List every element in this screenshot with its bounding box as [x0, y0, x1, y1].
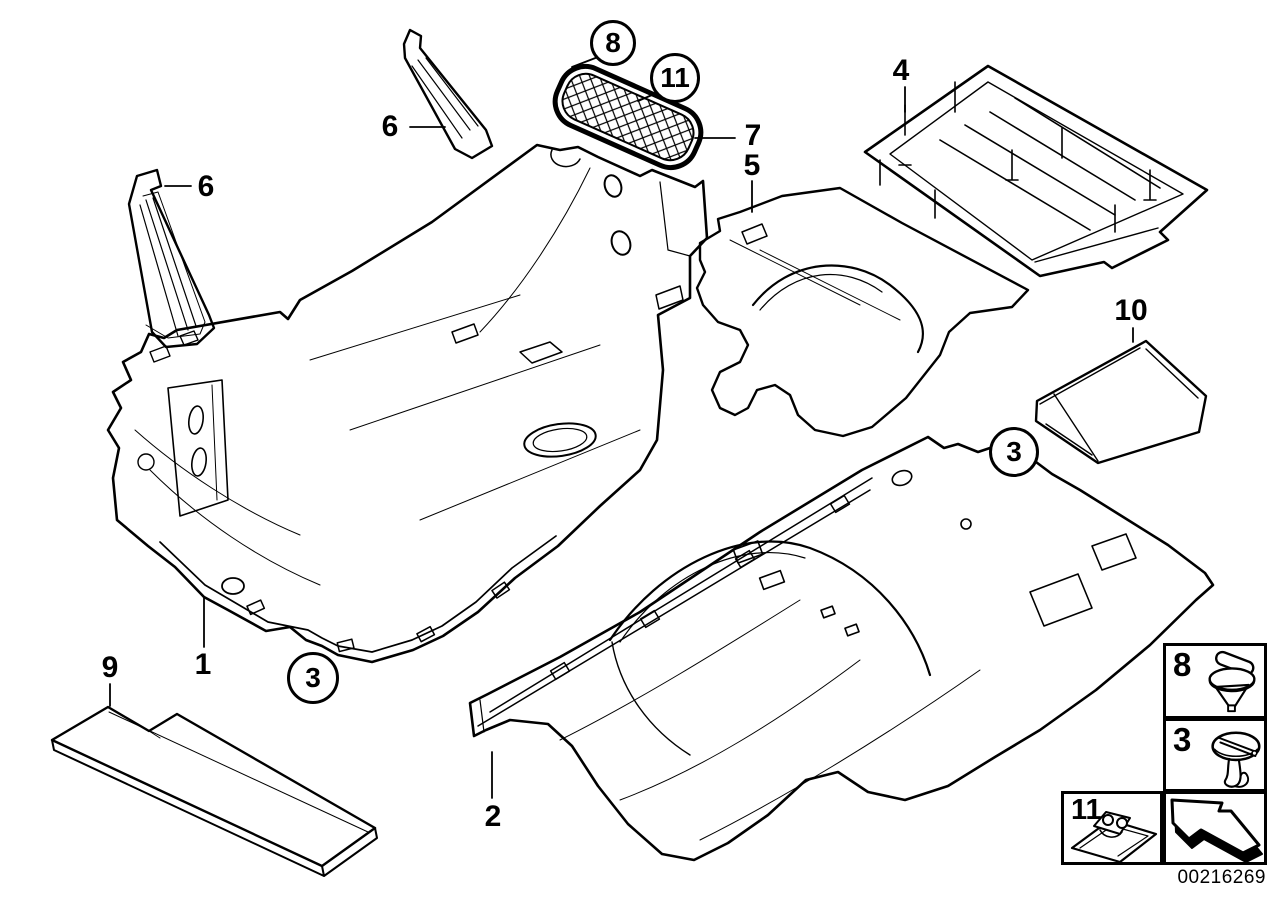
part-5-heelboard-carpet-drawing: [523, 186, 1030, 458]
callout-7[interactable]: 7: [744, 119, 762, 152]
part-6-top-trim-drawing: [402, 28, 494, 160]
expanding-rivet-icon: [1208, 650, 1256, 713]
callout-6-left[interactable]: 6: [197, 170, 215, 203]
part-9-insulation-strip-drawing: [50, 705, 378, 877]
part-6-left-trim-drawing: [127, 168, 216, 349]
callout-2[interactable]: 2: [484, 800, 502, 833]
legend-bracket-label: 11: [1071, 794, 1102, 826]
direction-arrow-icon: [1170, 798, 1263, 862]
part-1-front-carpet-drawing: [106, 143, 709, 664]
callout-6-top[interactable]: 6: [381, 110, 399, 143]
callout-5[interactable]: 5: [743, 149, 761, 182]
legend-plug-label: 3: [1173, 721, 1192, 758]
legend-box-direction[interactable]: [1163, 791, 1267, 865]
part-4-tray-drawing: [863, 64, 1209, 278]
legend-box-bracket[interactable]: 11: [1061, 791, 1163, 865]
callout-9[interactable]: 9: [101, 651, 119, 684]
callout-circle-3-front[interactable]: 3: [287, 652, 339, 704]
callout-1[interactable]: 1: [194, 648, 212, 681]
callout-10[interactable]: 10: [1114, 294, 1148, 327]
bracket-icon: [1070, 811, 1158, 864]
callout-circle-8[interactable]: 8: [590, 20, 636, 66]
callout-circle-11[interactable]: 11: [650, 53, 700, 103]
callout-4[interactable]: 4: [892, 54, 910, 87]
legend-box-plug[interactable]: 3: [1163, 718, 1267, 792]
part-7-net-drawing: [552, 64, 704, 170]
part-10-wedge-pad-drawing: [1034, 339, 1208, 465]
legend-box-clip[interactable]: 8: [1163, 643, 1267, 719]
part-2-rear-carpet-drawing: [468, 435, 1215, 862]
round-fastener-icon: [1211, 731, 1261, 788]
legend-clip-label: 8: [1173, 646, 1192, 683]
diagram-image-number: 00216269: [1177, 867, 1266, 888]
callout-circle-3-rear[interactable]: 3: [989, 427, 1039, 477]
